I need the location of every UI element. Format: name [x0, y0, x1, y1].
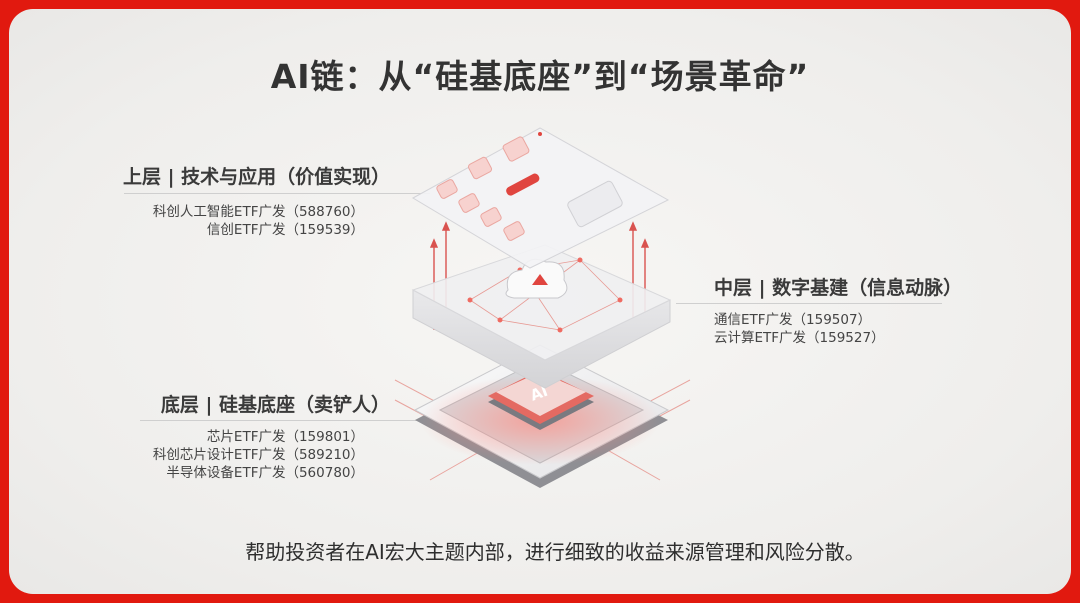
cloud-icon [505, 258, 568, 299]
top-app-panel-layer [411, 127, 670, 269]
bottom-divider [140, 420, 420, 421]
etf-item: 科创人工智能ETF广发（588760） [152, 204, 364, 220]
page-title: AI链：从“硅基底座”到“场景革命” [270, 57, 810, 96]
middle-network-layer [411, 244, 672, 389]
upper-layer-label: 上层 | 技术与应用（价值实现） [123, 166, 391, 188]
footer-caption: 帮助投资者在AI宏大主题内部，进行细致的收益来源管理和风险分散。 [245, 540, 865, 564]
etf-item: 云计算ETF广发（159527） [714, 330, 885, 346]
etf-item: 科创芯片设计ETF广发（589210） [152, 447, 364, 463]
middle-layer-label: 中层 | 数字基建（信息动脉） [714, 277, 963, 299]
etf-item: 信创ETF广发（159539） [206, 222, 364, 238]
middle-divider [676, 303, 942, 304]
upper-divider [124, 193, 430, 194]
middle-layer-items: 通信ETF广发（159507） 云计算ETF广发（159527） [714, 311, 885, 347]
bottom-layer-items: 芯片ETF广发（159801） 科创芯片设计ETF广发（589210） 半导体设… [153, 428, 364, 482]
upper-layer-items: 科创人工智能ETF广发（588760） 信创ETF广发（159539） [153, 203, 364, 239]
etf-item: 芯片ETF广发（159801） [206, 429, 364, 445]
bottom-layer-label: 底层 | 硅基底座（卖铲人） [160, 394, 390, 416]
etf-item: 半导体设备ETF广发（560780） [166, 465, 364, 481]
chip-base-layer: AI [413, 344, 670, 488]
ai-stack-illustration: AI [394, 127, 691, 488]
etf-item: 通信ETF广发（159507） [714, 312, 872, 328]
